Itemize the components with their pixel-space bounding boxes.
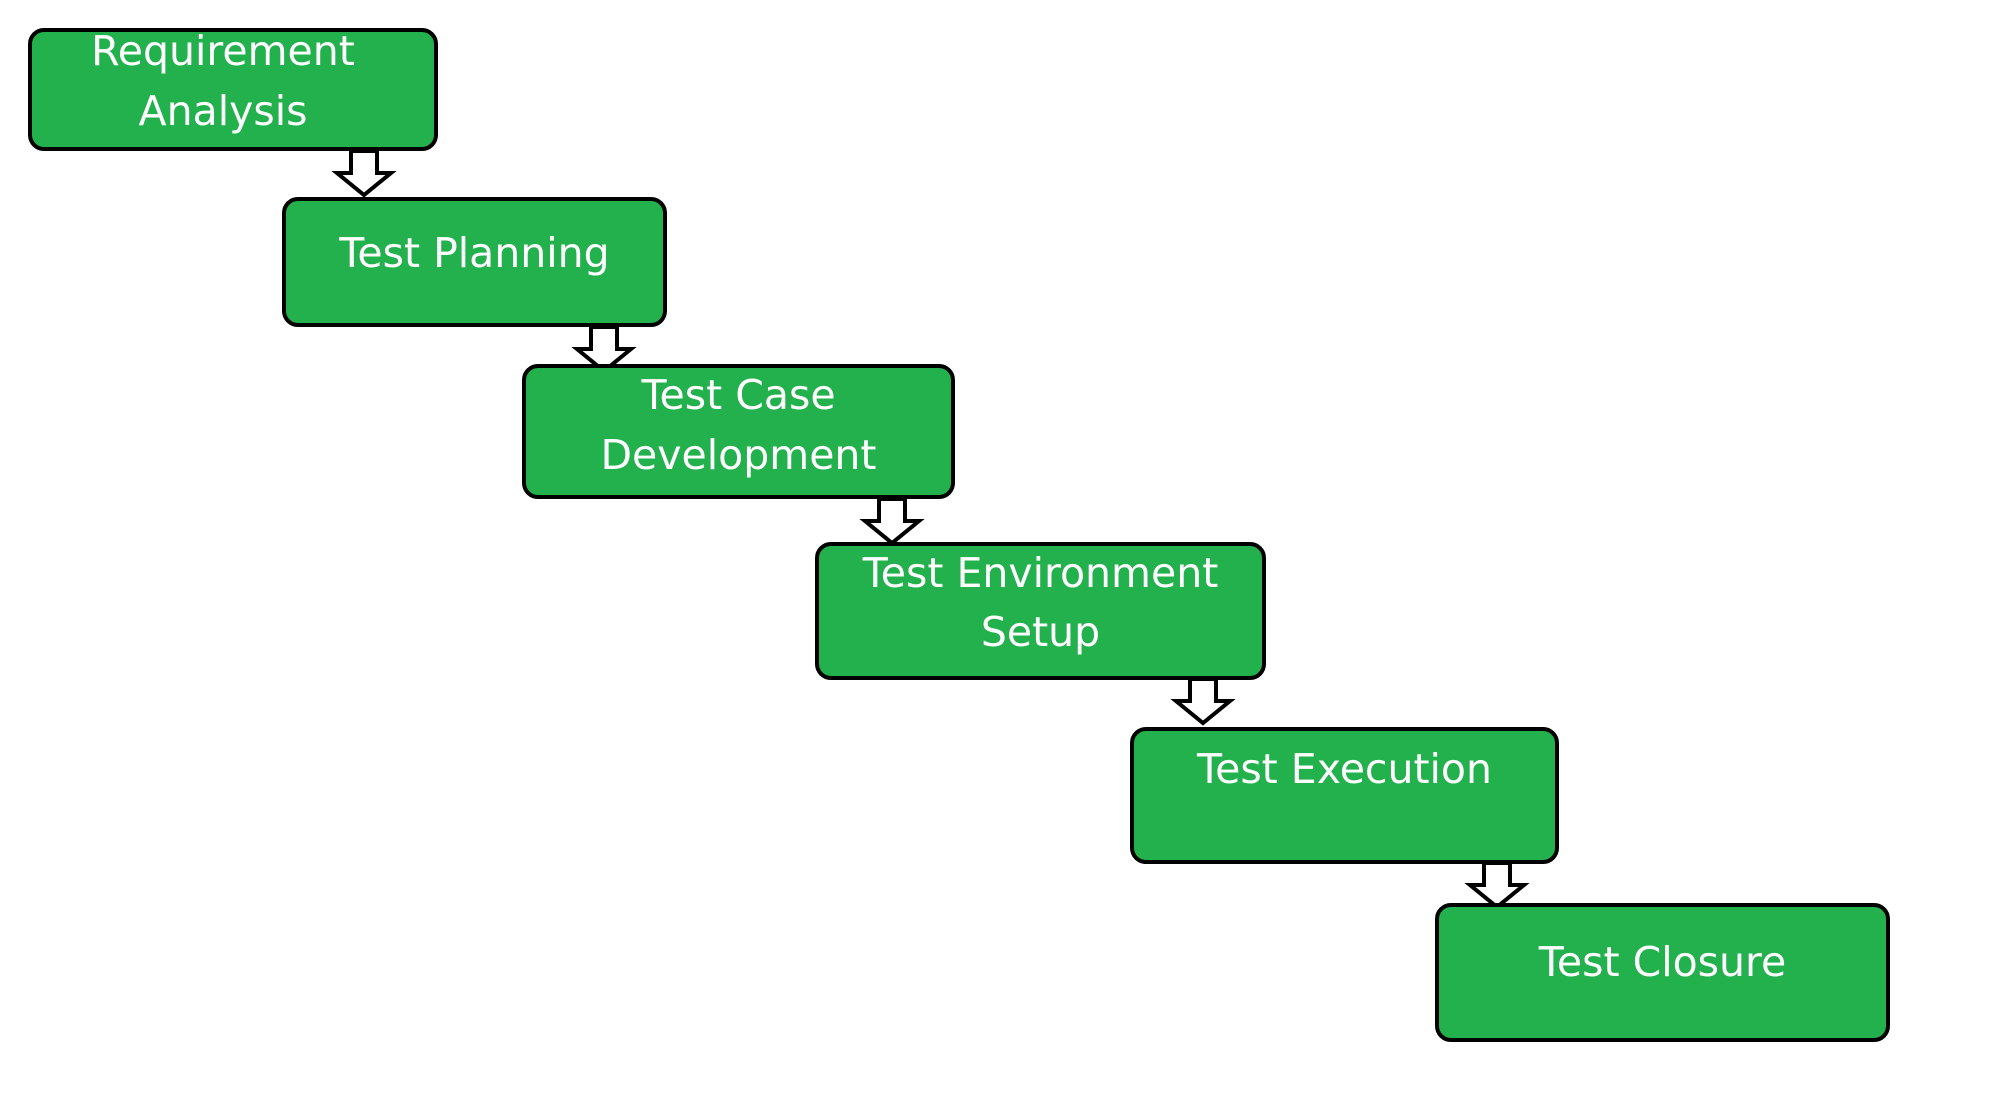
stage-requirement-analysis: Requirement Analysis <box>28 27 438 151</box>
stage-test-planning: Test Planning <box>282 197 667 327</box>
down-arrow-icon <box>1170 677 1236 726</box>
down-arrow-icon <box>571 325 637 374</box>
down-arrow-icon <box>859 497 925 546</box>
stage-label-test-closure: Test Closure <box>1538 937 1787 986</box>
stage-test-execution: Test Execution <box>1130 727 1559 864</box>
stage-label-test-case-development: Test Case Development <box>600 371 877 479</box>
stage-label-test-execution: Test Execution <box>1197 744 1492 793</box>
stage-test-closure: Test Closure <box>1435 903 1890 1042</box>
down-arrow-icon <box>1464 861 1530 910</box>
stage-test-environment-setup: Test Environment Setup <box>815 542 1266 680</box>
stage-label-test-environment-setup: Test Environment Setup <box>862 548 1219 656</box>
down-arrow-icon <box>331 149 397 198</box>
stage-label-requirement-analysis: Requirement Analysis <box>91 27 355 135</box>
stage-test-case-development: Test Case Development <box>522 364 955 499</box>
stage-label-test-planning: Test Planning <box>339 229 610 278</box>
